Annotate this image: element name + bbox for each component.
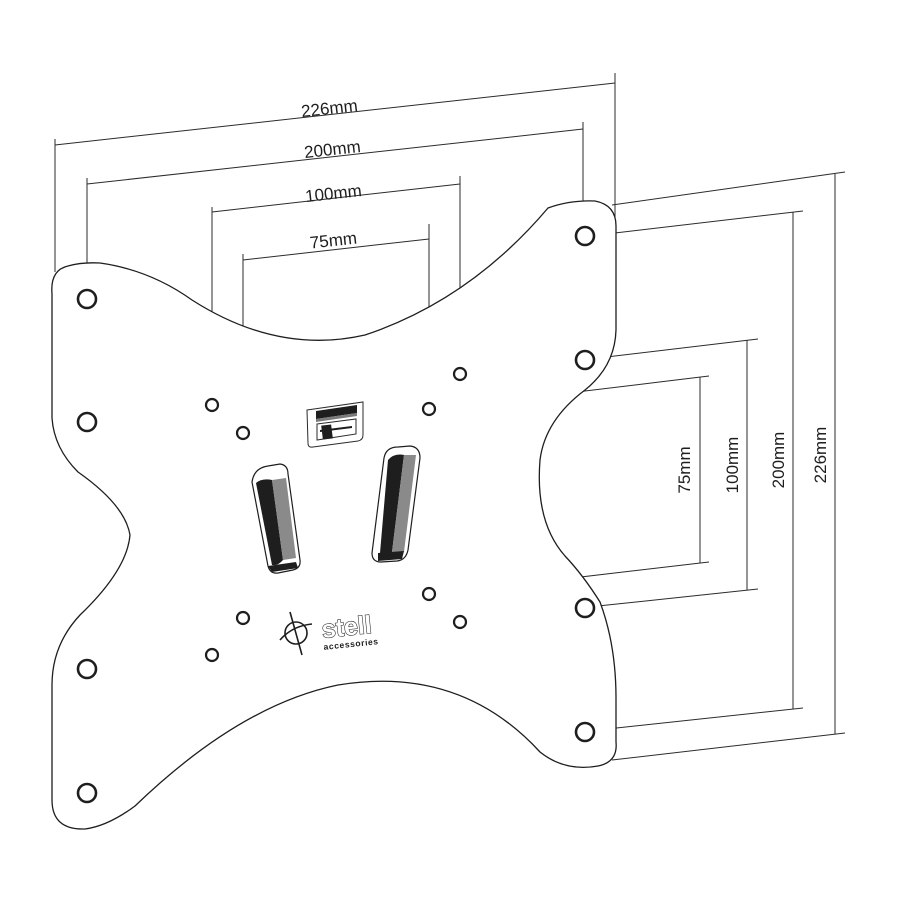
dimension-label-100mm-v: 100mm (723, 437, 742, 494)
dimension-label-75mm-h: 75mm (309, 228, 358, 252)
dimension-label-226mm-v: 226mm (811, 427, 830, 484)
dimension-226mm-vertical: 226mm (811, 174, 836, 734)
latch-top-shade (316, 413, 357, 422)
bracket-side (272, 478, 296, 560)
latch-window (316, 418, 357, 441)
right-hook-bracket (371, 445, 421, 563)
vesa-hole-bottom-right (574, 721, 596, 743)
dimension-label-226mm-h: 226mm (300, 96, 358, 121)
latch-top-bar (316, 405, 357, 419)
dimension-75mm-vertical: 75mm (675, 377, 701, 563)
dimension-226mm-horizontal: 226mm (54, 73, 616, 272)
vesa-hole-100-bottom-right (452, 614, 468, 630)
vesa-hole-mid-left-lower (76, 658, 98, 680)
logo-brand-text: stell (320, 611, 373, 644)
vesa-hole-mid-left-upper (76, 411, 98, 433)
dimension-line (211, 183, 461, 213)
vesa-hole-mid-right-upper (574, 349, 596, 371)
dimension-200mm-vertical: 200mm (769, 212, 794, 709)
dimension-line (54, 82, 616, 146)
dimension-100mm-vertical: 100mm (723, 340, 748, 590)
brand-logo: stell accessories (279, 610, 379, 656)
vesa-hole-100-bottom-left (204, 647, 220, 663)
extension-line-top-226 (611, 171, 846, 206)
dimension-label-200mm-h: 200mm (303, 137, 361, 162)
extension-line-top-200 (597, 210, 804, 236)
latch-housing (306, 401, 364, 448)
logo-mark-icon (279, 611, 313, 656)
latch-knob (321, 424, 333, 440)
bracket-foot (378, 551, 404, 561)
left-hook-bracket (251, 463, 301, 574)
mounting-holes (76, 225, 596, 804)
bracket-side (392, 455, 416, 552)
vesa-hole-mid-right-lower (574, 597, 596, 619)
vesa-hole-top-left (76, 288, 98, 310)
bracket-shadow (380, 454, 404, 555)
dimension-line (242, 238, 430, 261)
dimension-label-200mm-v: 200mm (769, 432, 788, 489)
bracket-foot (268, 562, 298, 572)
vesa-hole-75-bottom-left (235, 610, 251, 626)
mount-plate-outline (51, 200, 617, 830)
dimension-line (86, 128, 584, 185)
extension-line-top-100 (597, 338, 759, 359)
dimension-label-100mm-h: 100mm (304, 181, 362, 206)
dimension-label-75mm-v: 75mm (675, 446, 694, 493)
extension-line-bottom-226 (611, 732, 846, 761)
vesa-hole-75-top-right (421, 401, 437, 417)
extension-line-bottom-100 (597, 588, 759, 607)
vesa-hole-100-top-right (452, 366, 468, 382)
vesa-hole-75-bottom-right (421, 586, 437, 602)
center-latch (306, 401, 364, 448)
extension-line-bottom-200 (597, 707, 804, 731)
vesa-hole-75-top-left (235, 425, 251, 441)
vesa-hole-100-top-left (204, 397, 220, 413)
vesa-hole-top-right (574, 225, 596, 247)
bracket-shadow (256, 479, 283, 566)
vesa-hole-bottom-left (76, 782, 98, 804)
